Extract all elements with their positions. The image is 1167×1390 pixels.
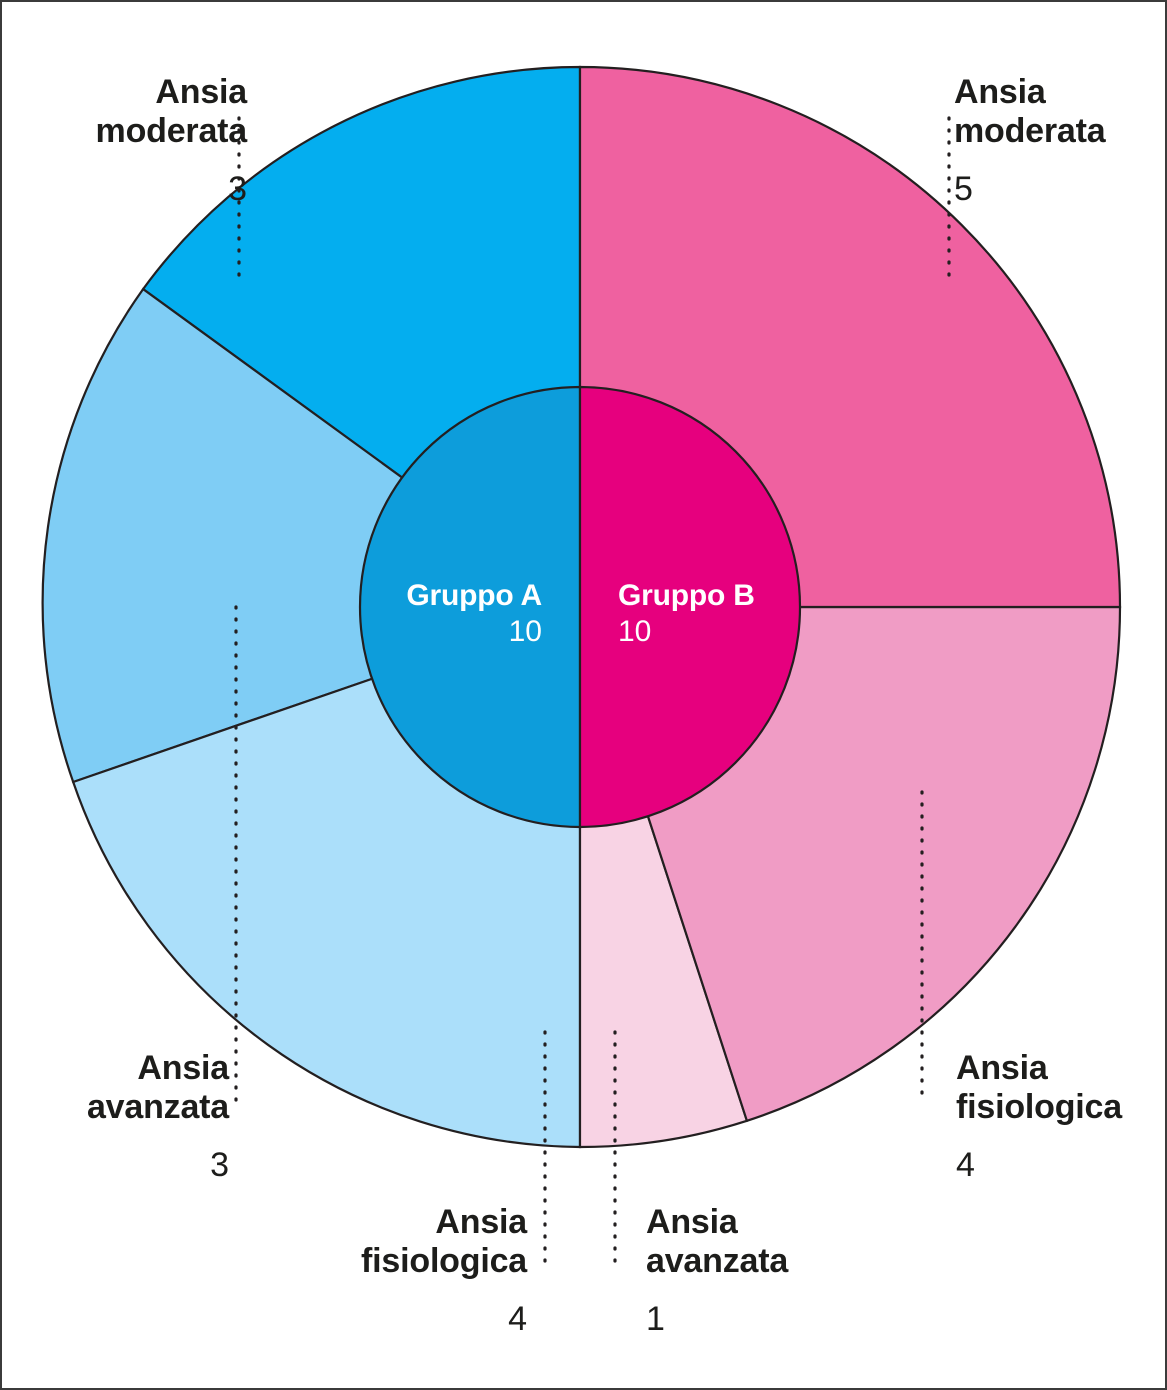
label-a-fisiologica-value: 4 (508, 1299, 527, 1338)
label-group-a: Gruppo A 10 (370, 578, 542, 650)
label-b-fisiologica: Ansia fisiologica 4 (956, 1030, 1156, 1204)
slice-group-b[interactable] (578, 385, 802, 829)
label-b-avanzata-value: 1 (646, 1299, 665, 1338)
label-a-fisiologica-category: Ansia fisiologica (361, 1202, 527, 1280)
label-b-fisiologica-category: Ansia fisiologica (956, 1048, 1122, 1126)
label-a-fisiologica: Ansia fisiologica 4 (322, 1184, 527, 1358)
label-a-moderata-category: Ansia moderata (95, 72, 248, 150)
label-b-fisiologica-value: 4 (956, 1145, 975, 1184)
label-a-avanzata-value: 3 (210, 1145, 229, 1184)
slice-group-a[interactable] (358, 385, 582, 829)
label-b-avanzata-category: Ansia avanzata (646, 1202, 789, 1280)
slice-a-avanzata[interactable] (41, 287, 583, 784)
label-group-b-title: Gruppo B (618, 579, 755, 612)
label-b-avanzata: Ansia avanzata 1 (646, 1184, 861, 1358)
label-b-moderata-value: 5 (954, 169, 973, 208)
label-a-moderata: Ansia moderata 3 (42, 54, 248, 228)
label-b-moderata: Ansia moderata 5 (954, 54, 1154, 228)
label-group-b: Gruppo B 10 (618, 578, 790, 650)
label-group-b-value: 10 (618, 615, 652, 648)
label-a-avanzata-category: Ansia avanzata (86, 1048, 229, 1126)
label-b-moderata-category: Ansia moderata (954, 72, 1106, 150)
label-a-moderata-value: 3 (228, 169, 247, 208)
label-group-a-title: Gruppo A (406, 579, 542, 612)
label-group-a-value: 10 (508, 615, 542, 648)
label-a-avanzata: Ansia avanzata 3 (24, 1030, 229, 1204)
